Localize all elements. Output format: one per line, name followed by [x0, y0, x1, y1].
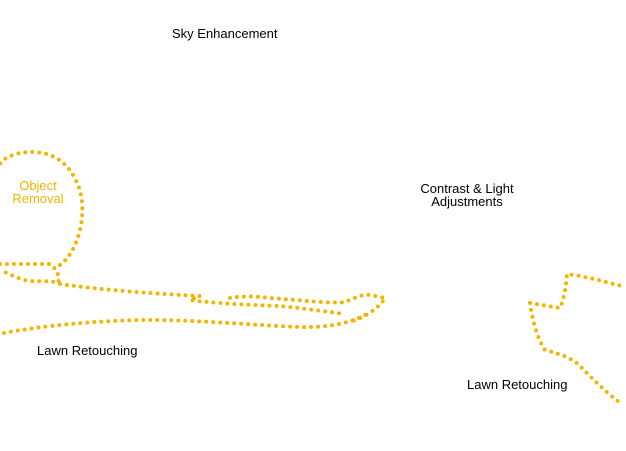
left-region-outline — [0, 262, 61, 286]
object-removal-label: Object Removal — [8, 179, 68, 205]
lawn-retouching-right-label: Lawn Retouching — [467, 377, 568, 392]
lawn-right-top-outline — [528, 271, 626, 311]
lawn-left-outline — [2, 310, 372, 335]
contrast-light-label-line2: Adjustments — [431, 194, 503, 209]
object-removal-label-line2: Removal — [12, 191, 64, 206]
contrast-light-label-line1: Contrast & Light — [420, 181, 514, 196]
lawn-band-upper-outline — [58, 282, 347, 316]
object-removal-outline — [0, 149, 85, 267]
lawn-retouching-left-label: Lawn Retouching — [37, 343, 138, 358]
sky-enhancement-label: Sky Enhancement — [172, 26, 278, 41]
object-removal-label-line1: Object — [19, 178, 57, 193]
lawn-band-bump-outline — [228, 292, 389, 324]
contrast-light-label: Contrast & Light Adjustments — [405, 182, 529, 208]
lawn-right-outline — [528, 301, 624, 406]
